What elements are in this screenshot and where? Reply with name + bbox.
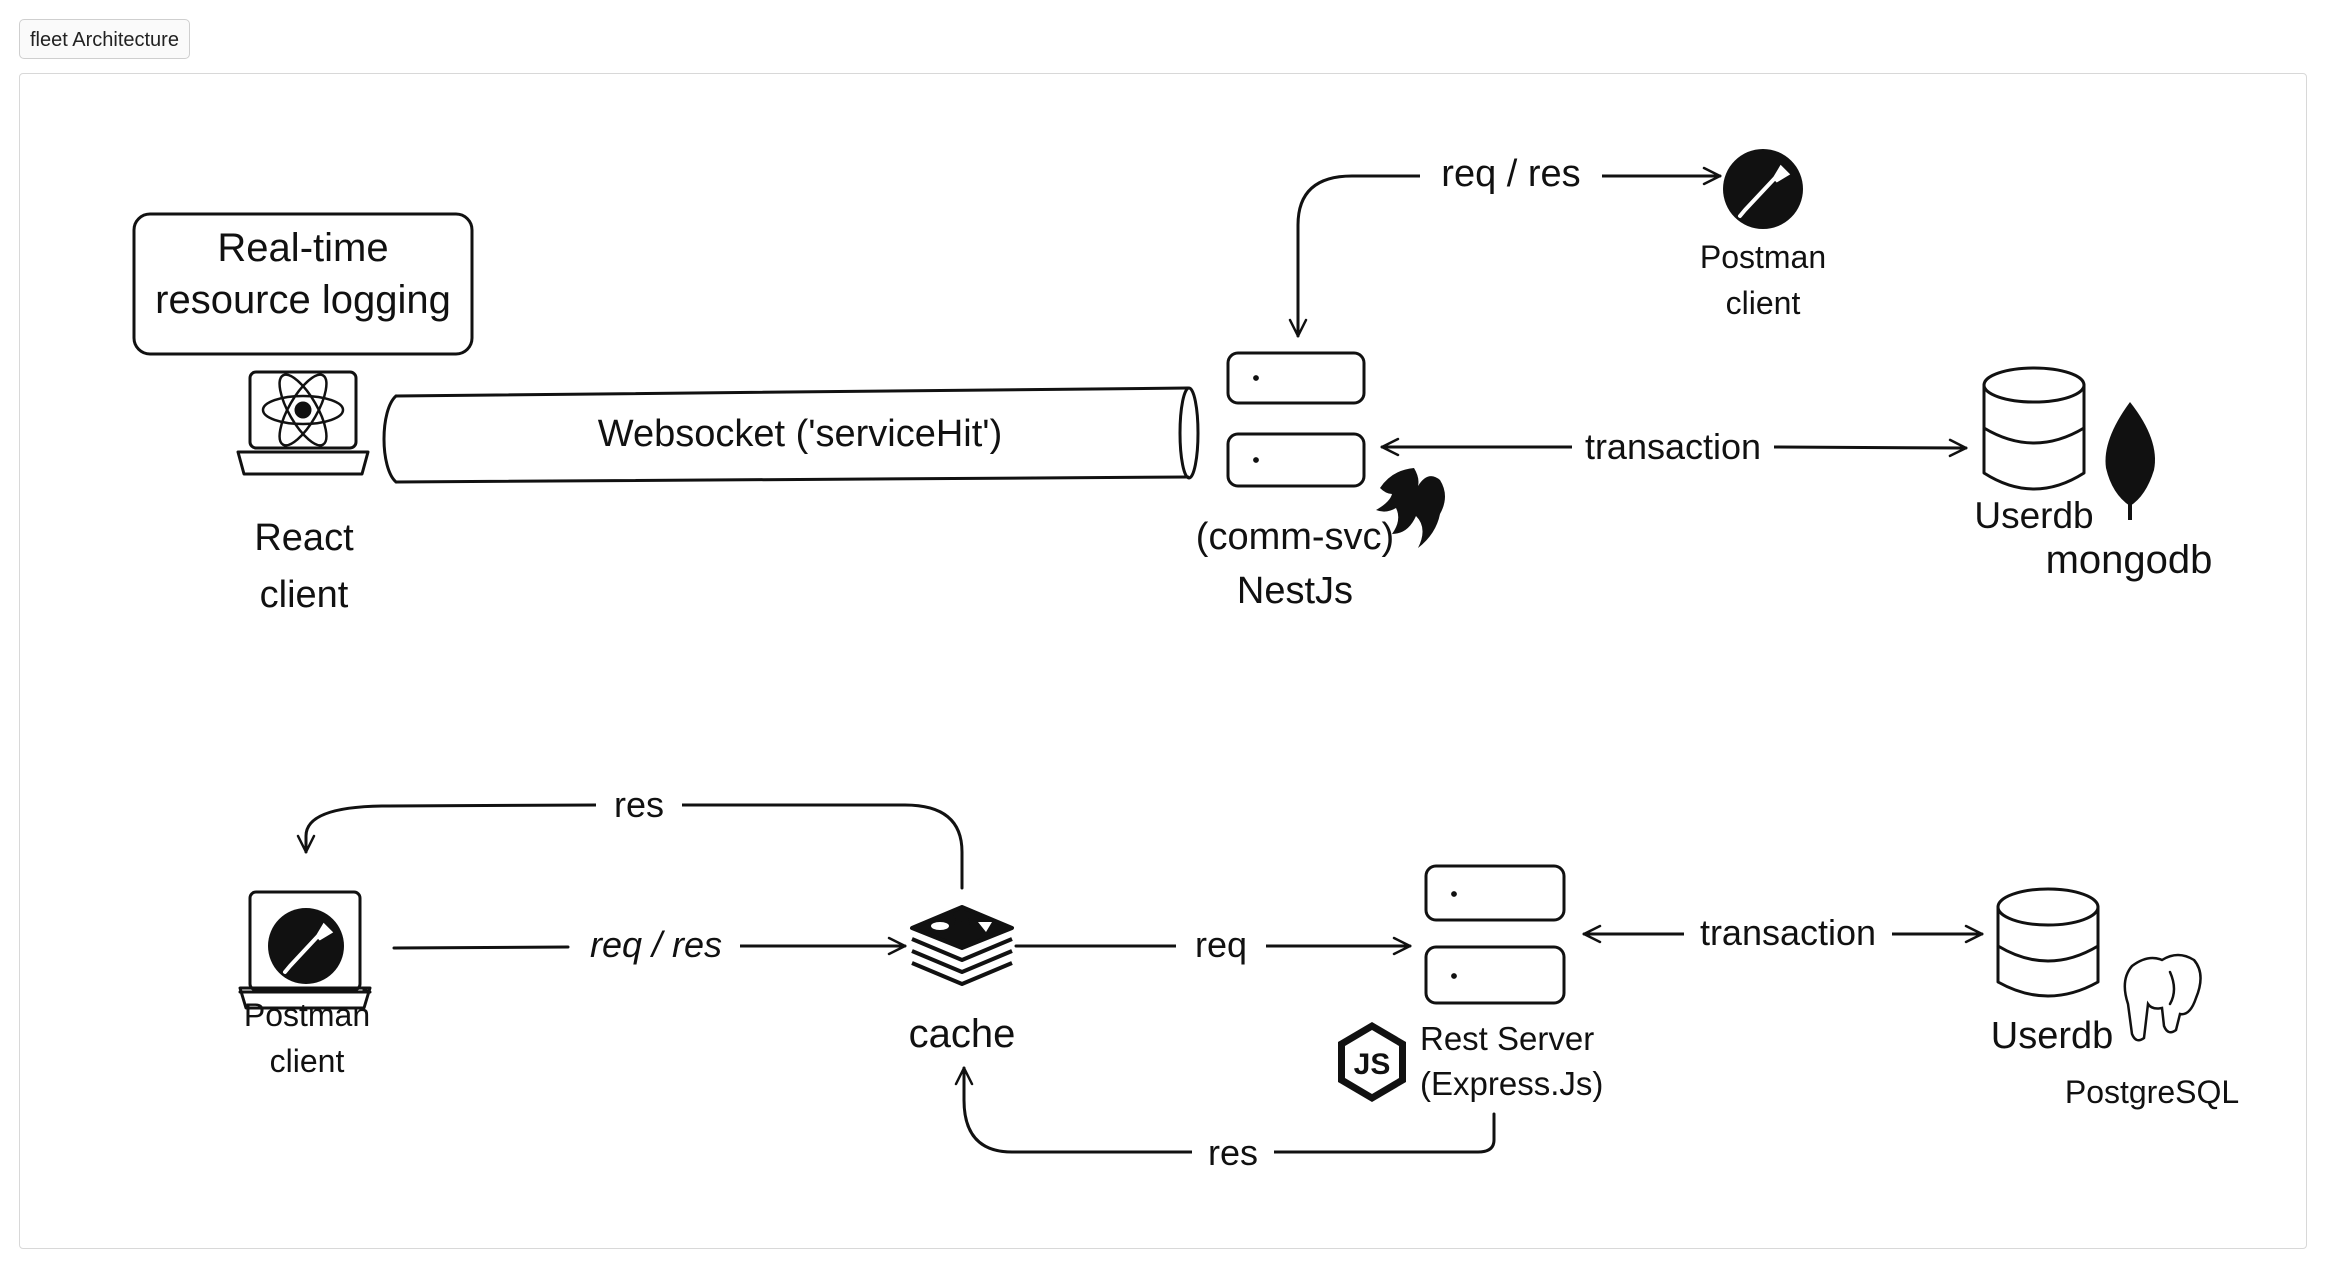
- express-server-icon: [1424, 864, 1566, 1005]
- postman-line1: Postman: [243, 997, 371, 1033]
- postman-line2: client: [1725, 285, 1801, 321]
- note-line1: Real-time: [217, 226, 389, 270]
- redis-stack-icon: [910, 905, 1014, 986]
- diagram-canvas[interactable]: [19, 73, 2307, 1249]
- transaction-label-bottom: transaction: [1684, 910, 1892, 957]
- note-text: Real-time resource logging: [134, 222, 472, 326]
- req-res-label-top: req / res: [1420, 150, 1602, 200]
- react-laptop-icon: [236, 370, 370, 476]
- note-line2: resource logging: [155, 278, 451, 322]
- rest-server-label: Rest Server (Express.Js): [1420, 1016, 1606, 1106]
- postman-client-label-bottom: Postman client: [228, 992, 386, 1084]
- database-cylinder-icon: [1982, 366, 2086, 491]
- postman-icon: [1723, 149, 1803, 229]
- nodejs-icon: JS: [1338, 1022, 1406, 1102]
- postgresql-label: PostgreSQL: [2064, 1074, 2240, 1110]
- postman-client-label-top: Postman client: [1680, 234, 1846, 326]
- nestjs-server-icon: [1226, 351, 1366, 488]
- postman-icon: [268, 908, 344, 984]
- react-client-label: React client: [204, 510, 404, 624]
- postgresql-elephant-icon: [2123, 953, 2202, 1042]
- postman-line1: Postman: [1699, 239, 1827, 275]
- tab-fleet-architecture[interactable]: fleet Architecture: [19, 19, 190, 59]
- mongodb-leaf-icon: [2105, 402, 2155, 520]
- req-label-bottom: req: [1176, 922, 1266, 969]
- note-box: [132, 212, 474, 356]
- service-line1: (comm-svc): [1195, 516, 1395, 558]
- svg-text:JS: JS: [1354, 1048, 1391, 1081]
- res-label-bottom: res: [1192, 1130, 1274, 1177]
- mongodb-label: mongodb: [2045, 538, 2213, 582]
- nestjs-service-label: (comm-svc) NestJs: [1184, 510, 1406, 618]
- react-client-line1: React: [254, 517, 354, 559]
- userdb-label-top: Userdb: [1974, 495, 2094, 536]
- postman-laptop-icon: [238, 890, 372, 1010]
- transaction-label-top: transaction: [1572, 424, 1774, 471]
- res-label-top: res: [596, 782, 682, 829]
- userdb-label-bottom: Userdb: [1990, 1015, 2114, 1057]
- postman-line2: client: [269, 1043, 345, 1079]
- server-line1: Rest Server: [1420, 1020, 1595, 1057]
- cache-label: cache: [908, 1012, 1016, 1056]
- service-line2: NestJs: [1236, 570, 1354, 612]
- database-cylinder-icon: [1996, 887, 2100, 998]
- websocket-label: Websocket ('serviceHit'): [597, 413, 1003, 455]
- react-client-line2: client: [259, 574, 349, 616]
- websocket-pipe: [382, 386, 1190, 484]
- req-res-label-bottom: req / res: [572, 922, 740, 969]
- server-line2: (Express.Js): [1420, 1065, 1604, 1102]
- nestjs-icon: [1376, 468, 1445, 548]
